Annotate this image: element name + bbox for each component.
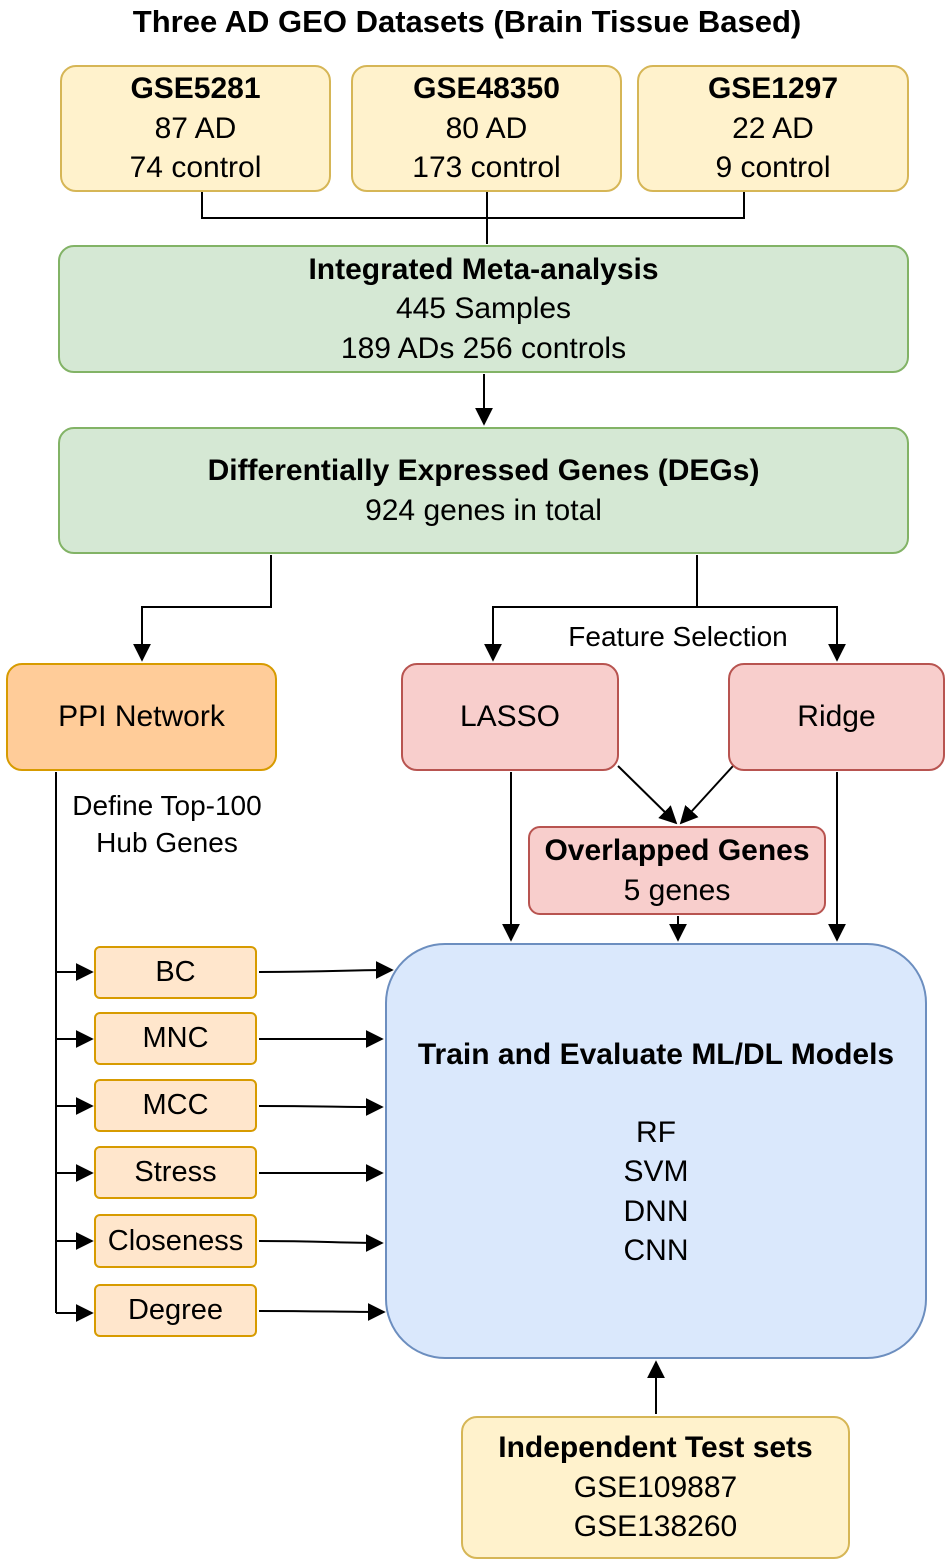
hub-method-label: MCC	[142, 1089, 209, 1122]
hub-method-closeness: Closeness	[94, 1214, 257, 1268]
dataset-box-gse1297: GSE1297 22 AD 9 control	[637, 65, 909, 192]
arrow-to-ridge	[697, 606, 846, 662]
dataset-ad-count: 80 AD	[445, 111, 528, 145]
overlapped-genes-title: Overlapped Genes	[544, 833, 810, 867]
arrow-bc-to-models	[258, 961, 394, 980]
model-dnn: DNN	[623, 1194, 689, 1228]
hub-method-label: BC	[155, 956, 196, 989]
ppi-note: Define Top-100 Hub Genes	[48, 788, 286, 862]
hub-method-bc: BC	[94, 946, 257, 999]
arrow-degs-to-ppi	[133, 555, 272, 662]
meta-analysis-box: Integrated Meta-analysis 445 Samples 189…	[58, 245, 909, 373]
dataset-name: GSE48350	[413, 72, 560, 106]
model-cnn: CNN	[623, 1234, 689, 1268]
dataset-name: GSE1297	[707, 72, 839, 106]
ppi-network-box: PPI Network	[6, 663, 277, 771]
models-box: Train and Evaluate ML/DL Models RF SVM D…	[385, 943, 927, 1359]
overlapped-genes-box: Overlapped Genes 5 genes	[528, 826, 826, 915]
dataset-ad-count: 87 AD	[154, 111, 237, 145]
arrow-lasso-to-overlap	[617, 765, 678, 825]
feature-selection-label: Feature Selection	[568, 621, 788, 652]
meta-analysis-split: 189 ADs 256 controls	[340, 331, 627, 365]
dataset-ad-count: 22 AD	[732, 111, 814, 145]
test-sets-title: Independent Test sets	[498, 1431, 813, 1465]
arrow-degree-to-models	[258, 1302, 386, 1321]
degs-box: Differentially Expressed Genes (DEGs) 92…	[58, 427, 909, 554]
ppi-note-line1: Define Top-100	[72, 790, 262, 821]
dataset-box-gse48350: GSE48350 80 AD 173 control	[351, 65, 622, 192]
dataset-box-gse5281: GSE5281 87 AD 74 control	[60, 65, 331, 192]
connector-datasets-join	[201, 192, 745, 219]
overlapped-genes-count: 5 genes	[623, 873, 731, 907]
hub-method-label: Closeness	[107, 1224, 244, 1257]
lasso-box: LASSO	[401, 663, 619, 771]
degs-total: 924 genes in total	[365, 493, 602, 527]
dataset-name: GSE5281	[130, 72, 261, 106]
hub-method-label: Stress	[134, 1156, 217, 1189]
hub-method-label: Degree	[127, 1294, 224, 1327]
ppi-note-line2: Hub Genes	[96, 826, 238, 858]
meta-analysis-title: Integrated Meta-analysis	[308, 252, 659, 286]
model-svm: SVM	[623, 1155, 689, 1189]
test-sets-box: Independent Test sets GSE109887 GSE13826…	[461, 1416, 850, 1559]
hub-method-mcc: MCC	[94, 1079, 257, 1132]
dataset-control-count: 9 control	[715, 151, 831, 185]
test-set-1: GSE109887	[573, 1470, 738, 1504]
test-set-2: GSE138260	[573, 1510, 738, 1544]
arrow-mcc-to-models	[258, 1097, 384, 1116]
ridge-box: Ridge	[728, 663, 945, 771]
arrow-to-lasso	[484, 606, 697, 662]
hub-method-label: MNC	[142, 1022, 209, 1055]
hub-method-degree: Degree	[94, 1284, 257, 1337]
dataset-control-count: 74 control	[129, 151, 262, 185]
ppi-network-label: PPI Network	[58, 700, 225, 734]
ridge-label: Ridge	[797, 700, 876, 734]
model-rf: RF	[636, 1115, 676, 1149]
degs-title: Differentially Expressed Genes (DEGs)	[207, 453, 760, 487]
hub-method-mnc: MNC	[94, 1012, 257, 1065]
arrow-ridge-to-overlap	[679, 765, 734, 825]
models-title: Train and Evaluate ML/DL Models	[417, 1038, 895, 1071]
arrow-closeness-to-models	[258, 1233, 384, 1252]
hub-method-stress: Stress	[94, 1146, 257, 1199]
diagram-title: Three AD GEO Datasets (Brain Tissue Base…	[132, 4, 802, 39]
meta-analysis-samples: 445 Samples	[395, 292, 572, 326]
dataset-control-count: 173 control	[412, 151, 561, 185]
lasso-label: LASSO	[459, 700, 561, 734]
